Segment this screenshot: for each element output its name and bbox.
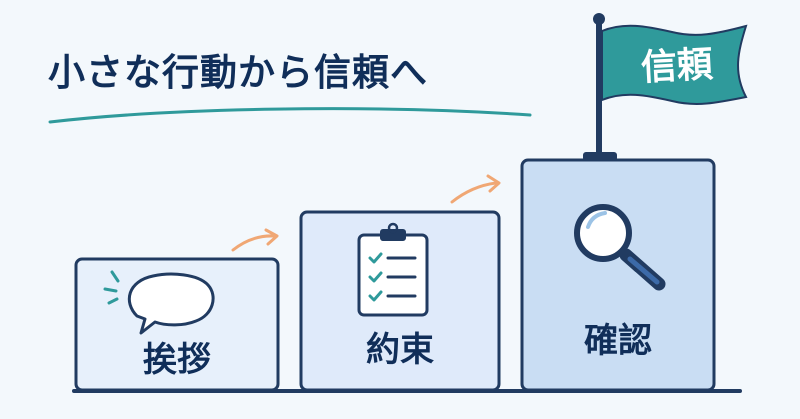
headline-underline xyxy=(48,107,532,124)
magnifying-glass-icon xyxy=(574,204,666,291)
flag-icon xyxy=(583,13,748,161)
step-3-box xyxy=(520,158,716,392)
step-2-label: 約束 xyxy=(366,330,434,370)
clipboard-checklist-icon xyxy=(357,222,429,317)
headline: 小さな行動から信頼へ xyxy=(48,51,428,94)
speech-bubble-icon xyxy=(103,270,215,335)
flag-label: 信頼 xyxy=(639,44,714,89)
step-3-label: 確認 xyxy=(584,321,652,361)
step-1-label: 挨拶 xyxy=(143,340,211,380)
arrow-icon xyxy=(231,228,279,252)
arrow-icon xyxy=(450,174,501,204)
